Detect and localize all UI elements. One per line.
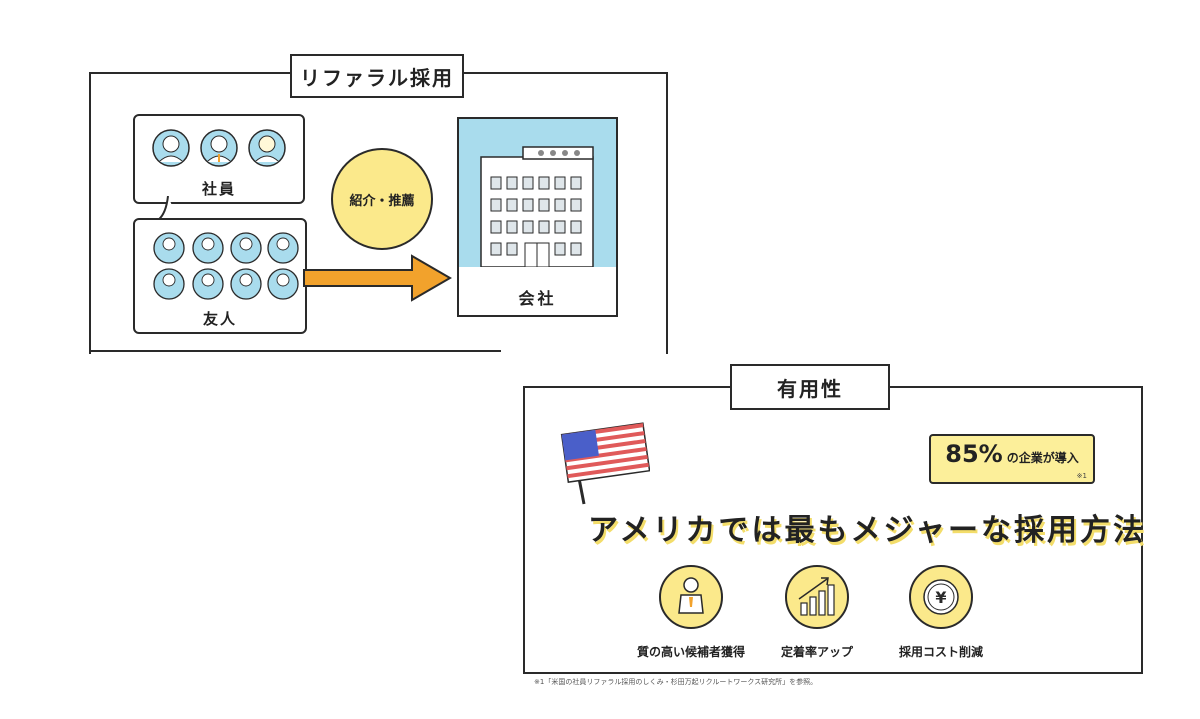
- friends-label: 友人: [202, 310, 237, 328]
- recommend-label: 紹介・推薦: [349, 193, 415, 209]
- person-icon: [659, 565, 723, 629]
- us-flag-icon: [560, 422, 650, 505]
- adoption-badge: 85% の企業が導入 ※1: [929, 434, 1095, 484]
- employees-box: 社員: [133, 114, 305, 204]
- benefit-label: 定着率アップ: [780, 645, 853, 659]
- avatar: [152, 129, 190, 167]
- adoption-percent: 85%: [945, 440, 1003, 468]
- friends-box: 友人: [133, 218, 307, 334]
- avatar: [248, 129, 286, 167]
- arrow-right-icon: [303, 254, 452, 302]
- avatar: [200, 129, 238, 167]
- benefit-label: 質の高い候補者獲得: [636, 645, 745, 659]
- company-box: 会社: [457, 117, 618, 317]
- yen-coin-icon: ¥: [909, 565, 973, 629]
- growth-chart-icon: [785, 565, 849, 629]
- adoption-note: ※1: [1076, 472, 1087, 480]
- office-building-icon: [480, 146, 594, 267]
- benefit-headline: アメリカでは最もメジャーな採用方法: [588, 513, 1146, 548]
- benefit-label: 採用コスト削減: [898, 645, 983, 659]
- benefit-item: 質の高い候補者獲得: [616, 565, 766, 660]
- footnote: ※1「米国の社員リファラル採用のしくみ・杉田万起リクルートワークス研究所」を参照…: [534, 678, 818, 686]
- adoption-text: の企業が導入: [1006, 451, 1079, 465]
- referral-title: リファラル採用: [290, 54, 464, 98]
- sky-background: [459, 119, 616, 267]
- benefit-title: 有用性: [730, 364, 890, 410]
- employees-label: 社員: [201, 180, 236, 198]
- benefit-item: 定着率アップ: [742, 565, 892, 660]
- benefit-item: ¥ 採用コスト削減: [866, 565, 1016, 660]
- company-label: 会社: [518, 289, 557, 308]
- svg-text:¥: ¥: [935, 588, 946, 607]
- friend-avatars: [153, 232, 299, 300]
- recommend-circle: 紹介・推薦: [331, 148, 433, 250]
- employee-avatars: [152, 129, 286, 167]
- referral-frame-bottom-line: [89, 350, 501, 352]
